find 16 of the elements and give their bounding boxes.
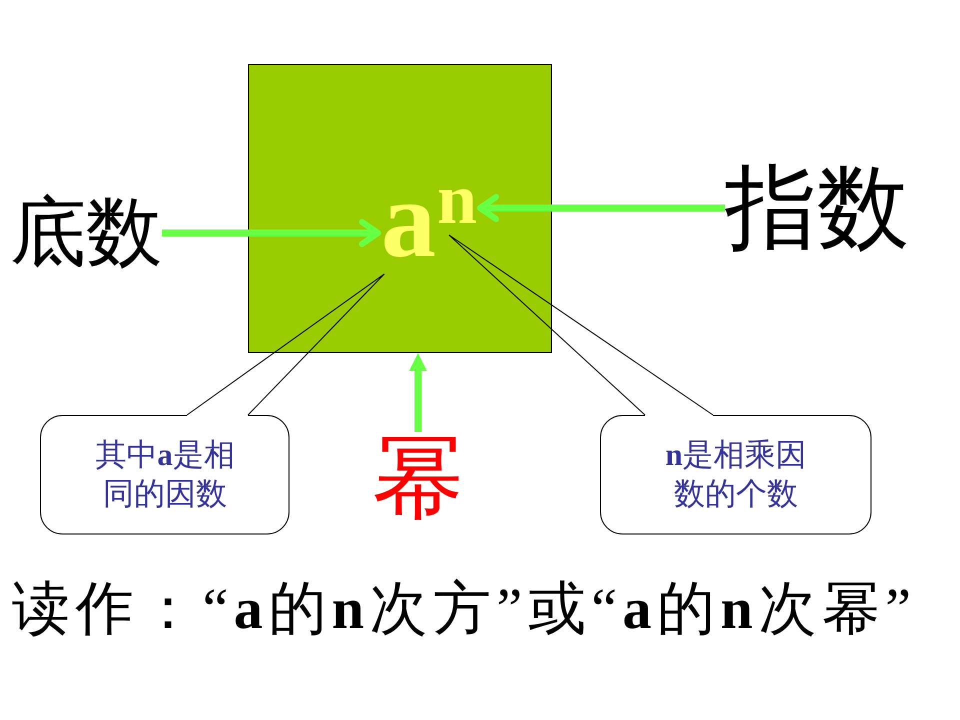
callout-tail: [186, 274, 385, 416]
arrow: [477, 194, 725, 222]
term-label: 指数: [725, 162, 909, 254]
speech-bubble: [40, 415, 290, 535]
term-label: 幂: [372, 432, 464, 524]
square-panel: [248, 64, 552, 353]
term-label: 底数: [10, 195, 162, 271]
callout-text: 其中a是相同的因数: [94, 436, 236, 513]
formula-letter: n: [437, 163, 478, 235]
arrow: [409, 353, 427, 432]
reading-sentence: 读作：“a的n次方”或“a的n次幂”: [12, 575, 917, 643]
speech-bubble: [600, 415, 872, 535]
callout-tail: [448, 234, 714, 416]
arrow: [162, 219, 381, 247]
callout-text: n是相乘因数的个数: [664, 436, 808, 513]
formula-letter: a: [381, 164, 436, 274]
